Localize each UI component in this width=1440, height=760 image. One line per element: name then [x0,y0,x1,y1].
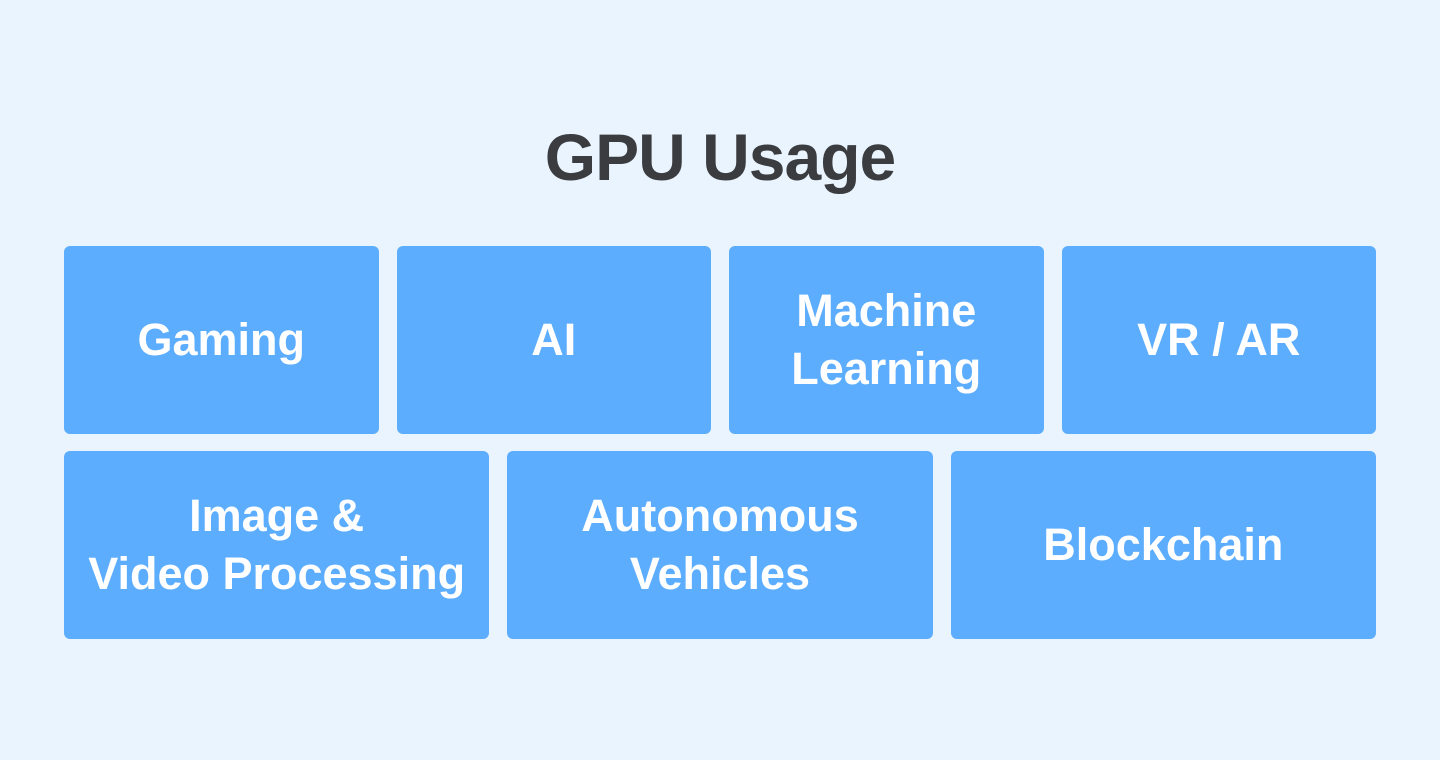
tile-image-video-processing: Image & Video Processing [64,451,490,639]
tile-autonomous-vehicles: Autonomous Vehicles [507,451,933,639]
tile-machine-learning: Machine Learning [729,246,1044,434]
usage-row-1: Gaming AI Machine Learning VR / AR [64,246,1376,434]
tile-blockchain: Blockchain [950,451,1376,639]
usage-row-2: Image & Video Processing Autonomous Vehi… [64,451,1376,639]
tile-gaming: Gaming [64,246,379,434]
page-title: GPU Usage [544,120,896,194]
tile-ai: AI [396,246,711,434]
tile-vr-ar: VR / AR [1061,246,1376,434]
